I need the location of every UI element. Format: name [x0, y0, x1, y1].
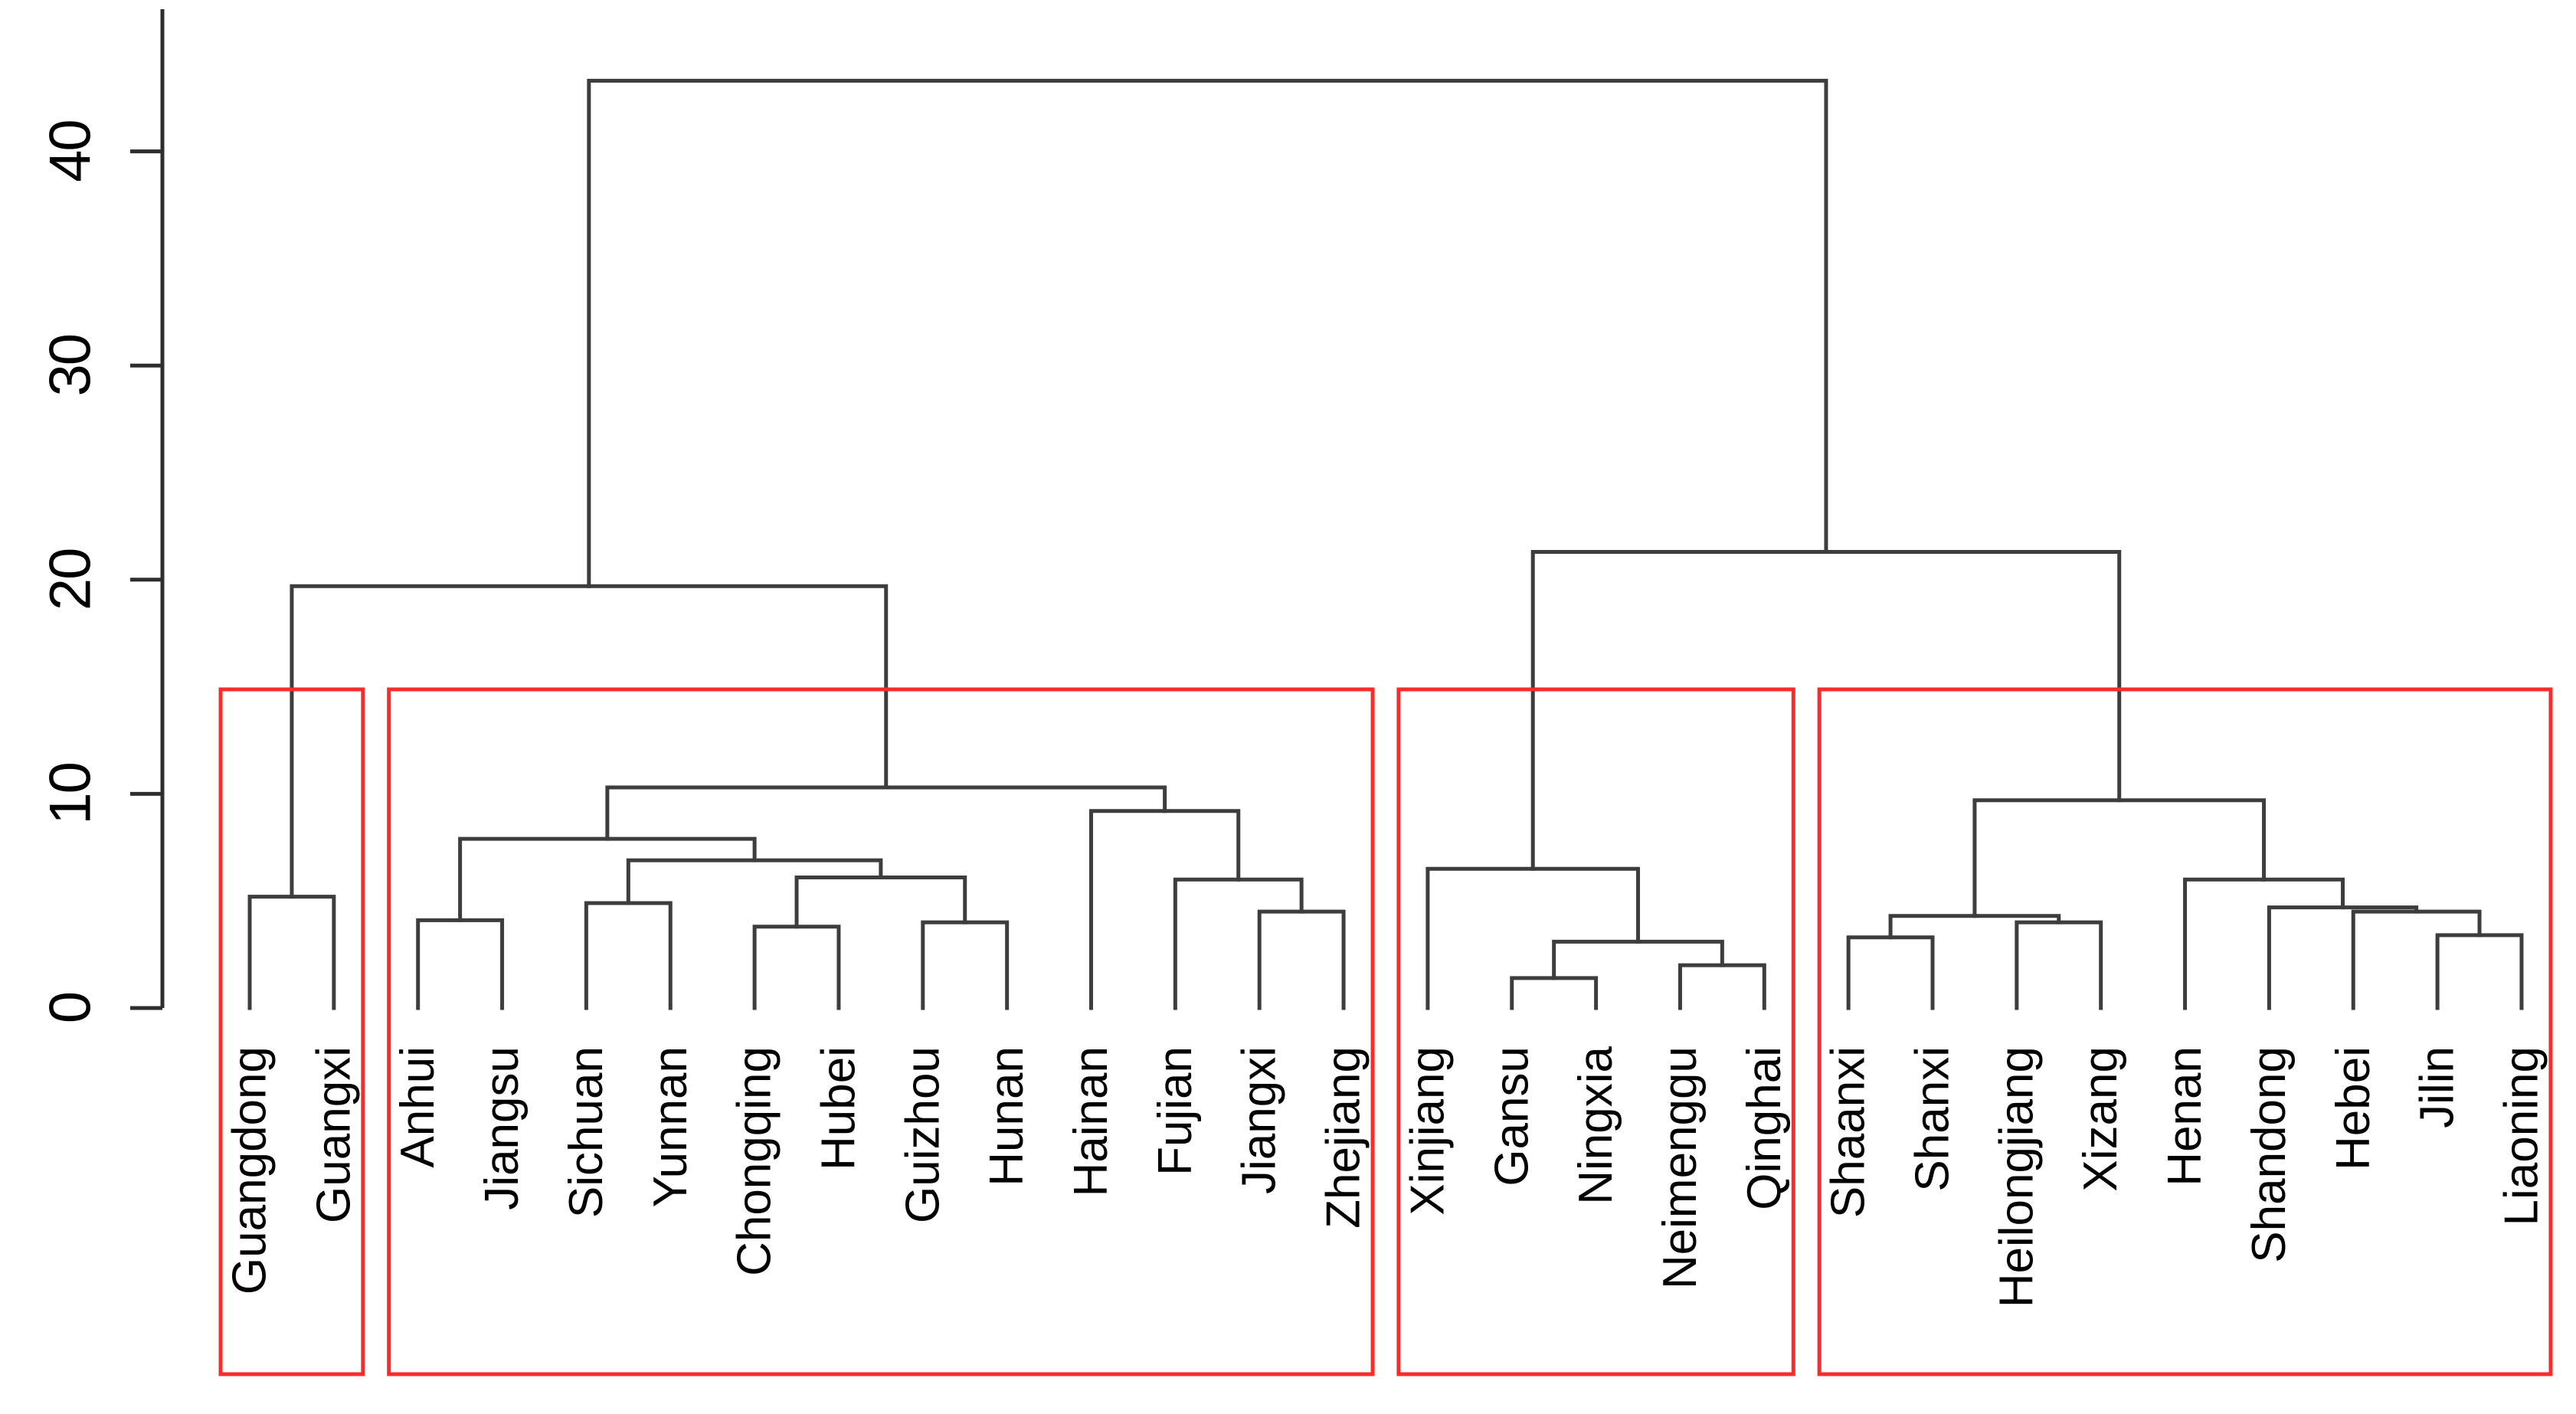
leaf-label: Xinjiang [1401, 1046, 1454, 1216]
leaf-label: Guangdong [224, 1046, 277, 1295]
leaf-label: Gansu [1485, 1046, 1538, 1187]
dendrogram-branch [1530, 549, 2122, 871]
cluster-box [1817, 687, 2553, 1376]
dendrogram-branch [752, 925, 841, 1010]
leaf-label: Sichuan [560, 1046, 613, 1218]
dendrogram-branch [416, 918, 505, 1010]
leaf-label: Shandong [2243, 1046, 2296, 1263]
leaf-label: Guangxi [307, 1046, 360, 1223]
leaf-label: Shanxi [1907, 1046, 1959, 1192]
dendrogram-branch [587, 78, 1828, 588]
leaf-label: Fujian [1149, 1046, 1202, 1176]
dendrogram-branch [1425, 866, 1641, 1010]
dendrogram-branch [458, 836, 757, 922]
leaf-label: Hebei [2327, 1046, 2380, 1170]
dendrogram-branch [247, 895, 336, 1010]
leaf-label: Henan [2159, 1046, 2211, 1187]
cluster-box [387, 687, 1375, 1376]
dendrogram-branch [2015, 920, 2103, 1010]
dendrogram-branch [1888, 914, 2061, 940]
dendrogram-branch [290, 584, 889, 899]
leaf-label: Hubei [812, 1046, 865, 1170]
dendrogram-branch [584, 901, 673, 1010]
leaf-label: Shaanxi [1822, 1046, 1875, 1218]
cluster-box [1396, 687, 1795, 1376]
dendrogram-branch [2267, 905, 2419, 1010]
dendrogram-branch [1846, 935, 1935, 1010]
dendrogram-branch [2351, 909, 2482, 1010]
dendrogram-branch [1173, 877, 1304, 1010]
y-axis-tick-label: 10 [38, 763, 103, 825]
dendrogram-branch [1510, 976, 1599, 1010]
leaf-label: Hunan [980, 1046, 1033, 1187]
leaf-label: Zhejiang [1317, 1046, 1370, 1229]
dendrogram-branch [1972, 798, 2267, 918]
leaf-label: Xizang [2074, 1046, 2127, 1192]
leaf-label: Hainan [1065, 1046, 1118, 1196]
dendrogram-branch [1678, 963, 1766, 1010]
leaf-label: Chongqing [728, 1046, 781, 1276]
dendrogram-branch [2435, 933, 2524, 1010]
leaf-label: Anhui [391, 1046, 444, 1168]
leaf-label: Jilin [2411, 1046, 2464, 1128]
dendrogram-branch [921, 920, 1010, 1010]
leaf-label: Ningxia [1569, 1046, 1622, 1204]
leaf-label: Jiangxi [1233, 1046, 1286, 1194]
y-axis-tick-label: 20 [38, 549, 103, 611]
dendrogram-branch [1089, 809, 1241, 1010]
leaf-label: Yunnan [644, 1046, 697, 1207]
leaf-label: Guizhou [896, 1046, 949, 1223]
leaf-label: Liaoning [2495, 1046, 2548, 1226]
leaf-label: Neimenggu [1654, 1046, 1707, 1289]
leaf-label: Jiangsu [476, 1046, 529, 1210]
dendrogram-branch [626, 858, 883, 905]
y-axis-tick-label: 30 [38, 335, 103, 397]
cluster-box [218, 687, 365, 1376]
dendrogram-branch [1552, 939, 1724, 980]
y-axis-tick-label: 40 [38, 120, 103, 182]
dendrogram-branch [794, 875, 967, 929]
leaf-label: Qinghai [1738, 1046, 1791, 1210]
dendrogram-branch [605, 785, 1167, 841]
dendrogram-branch [2183, 877, 2345, 1010]
y-axis-tick-label: 0 [38, 993, 103, 1023]
dendrogram-branch [1257, 909, 1346, 1010]
leaf-label: Heilongjiang [1990, 1046, 2043, 1308]
